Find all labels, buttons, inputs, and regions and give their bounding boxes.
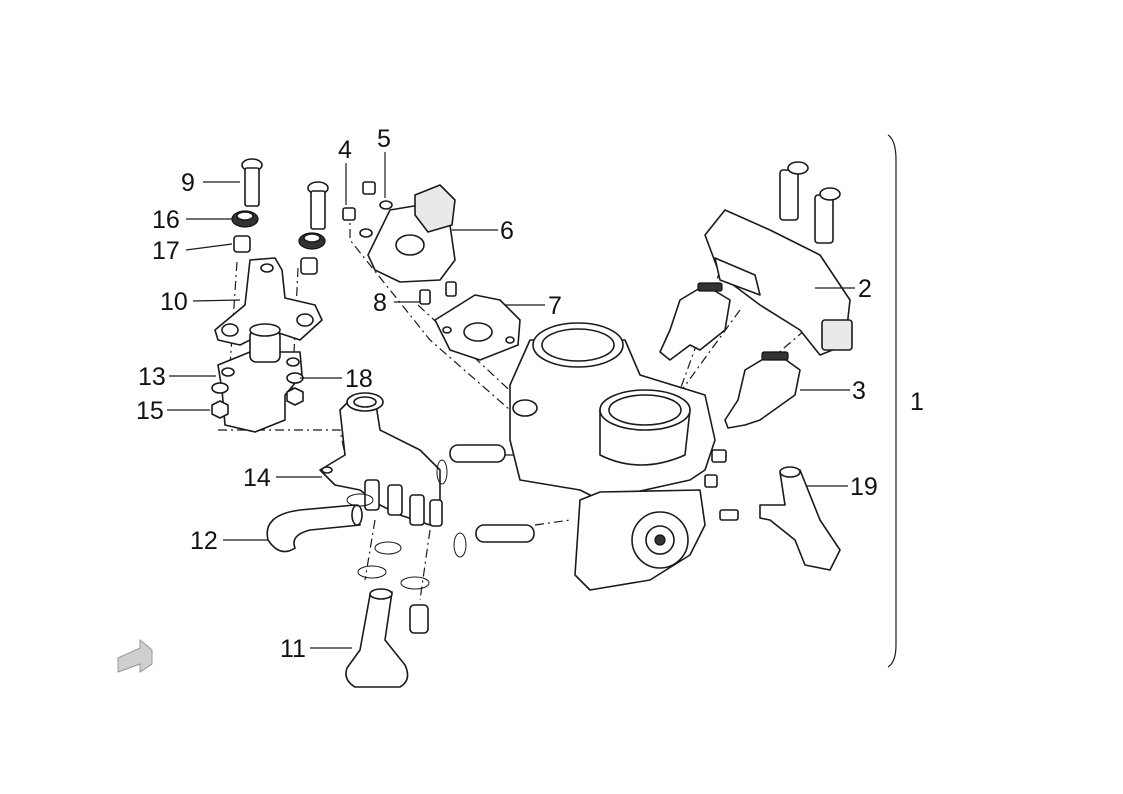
callout-2: 2 <box>858 275 872 303</box>
callout-10: 10 <box>160 288 188 316</box>
callout-15: 15 <box>136 397 164 425</box>
screw-9b[interactable] <box>307 181 329 230</box>
throttle-body[interactable] <box>509 322 739 591</box>
idle-actuator-13[interactable] <box>217 323 303 433</box>
screw-8[interactable] <box>419 281 457 305</box>
callout-16: 16 <box>152 206 180 234</box>
hose-11[interactable] <box>345 588 409 688</box>
callout-12: 12 <box>190 527 218 555</box>
callout-8: 8 <box>373 289 387 317</box>
callout-4: 4 <box>338 136 352 164</box>
injector-upper[interactable] <box>659 282 731 361</box>
washer-5[interactable] <box>359 200 393 238</box>
hose-12[interactable] <box>266 504 363 553</box>
callout-14: 14 <box>243 464 271 492</box>
bushing-17[interactable] <box>233 235 318 275</box>
callout-17: 17 <box>152 237 180 265</box>
callout-18: 18 <box>345 365 373 393</box>
nut-15[interactable] <box>211 387 304 419</box>
screw-9[interactable] <box>241 158 263 207</box>
hose-clips[interactable] <box>346 459 467 634</box>
fuel-rail-2[interactable] <box>704 161 853 356</box>
gasket-7[interactable] <box>434 294 521 361</box>
callout-3: 3 <box>852 377 866 405</box>
callout-11: 11 <box>280 635 306 663</box>
callout-13: 13 <box>138 363 166 391</box>
assembly-bracket <box>887 134 897 668</box>
callout-7: 7 <box>548 292 562 320</box>
callout-labels: 1 2 3 4 5 6 7 8 9 10 11 12 13 14 15 16 1… <box>136 125 924 663</box>
callout-5: 5 <box>377 125 391 153</box>
pins[interactable] <box>449 444 535 543</box>
callout-9: 9 <box>181 169 195 197</box>
callout-1: 1 <box>910 388 924 416</box>
injector-3[interactable] <box>724 351 801 429</box>
callout-6: 6 <box>500 217 514 245</box>
washer-18[interactable] <box>211 372 304 394</box>
back-arrow-icon[interactable] <box>117 638 153 673</box>
screw-4[interactable] <box>342 181 376 221</box>
callout-19: 19 <box>850 473 878 501</box>
bracket-10[interactable] <box>214 257 323 346</box>
fitting-19[interactable] <box>759 466 841 571</box>
sensor-6[interactable] <box>367 184 456 283</box>
leader-lines <box>167 152 855 649</box>
manifold-14[interactable] <box>319 392 443 527</box>
